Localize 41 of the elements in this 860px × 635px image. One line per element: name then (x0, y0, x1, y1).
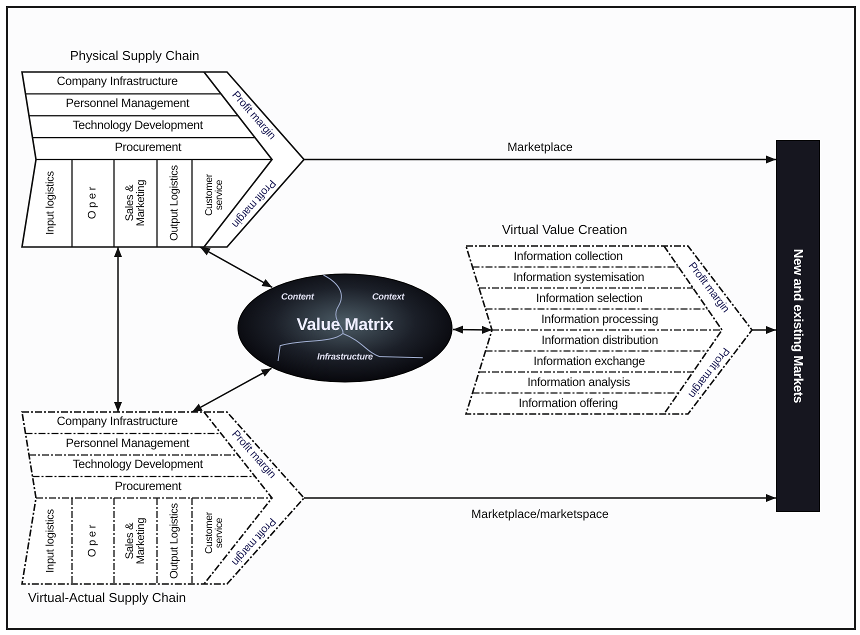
connector-arrow (752, 326, 776, 334)
connector-arrow (304, 156, 776, 164)
matrix-title: Value Matrix (296, 316, 394, 334)
matrix-segment-label: Infrastructure (317, 352, 373, 362)
activity-label: Input logistics (45, 170, 56, 238)
matrix-segment-label: Context (372, 292, 404, 302)
activity-label: Technology Development (72, 458, 203, 471)
activity-label: Company Infrastructure (56, 415, 178, 428)
connector-arrow (114, 247, 122, 412)
connector-arrow (452, 326, 492, 334)
activity-label: Information processing (541, 313, 658, 326)
activity-label: Information systemisation (513, 271, 644, 284)
connector-arrow (200, 246, 273, 288)
activity-label: O p e r (88, 524, 98, 560)
activity-label: Sales & Marketing (124, 516, 146, 566)
activity-label: Personnel Management (66, 436, 190, 450)
chain-heading: Physical Supply Chain (70, 48, 200, 63)
activity-label: Information exchange (534, 355, 645, 368)
activity-label: Customer service (205, 173, 226, 218)
activity-label: Procurement (114, 480, 182, 492)
chain-heading: Virtual-Actual Supply Chain (28, 590, 186, 605)
activity-label: Output Logistics (169, 502, 180, 581)
activity-label: Information analysis (527, 376, 630, 389)
activity-label: Customer service (205, 511, 226, 556)
activity-label: Information distribution (541, 334, 658, 347)
chain-heading: Virtual Value Creation (502, 222, 628, 237)
activity-label: Company Infrastructure (56, 75, 178, 88)
activity-label: O p e r (88, 186, 98, 222)
activity-label: Information selection (536, 292, 643, 305)
connector-arrow (192, 368, 272, 413)
activity-label: Sales & Marketing (124, 179, 146, 228)
matrix-segment-label: Content (281, 292, 314, 302)
activity-label: Procurement (114, 140, 182, 154)
markets-label: New and existing Markets (791, 248, 805, 404)
activity-label: Input logistics (45, 508, 56, 575)
activity-label: Personnel Management (66, 96, 190, 110)
activity-label: Output Logistics (169, 164, 180, 244)
activity-label: Information collection (514, 250, 623, 263)
activity-label: Information offering (518, 397, 618, 410)
connector-arrow (304, 494, 776, 502)
activity-label: Technology Development (72, 118, 203, 132)
